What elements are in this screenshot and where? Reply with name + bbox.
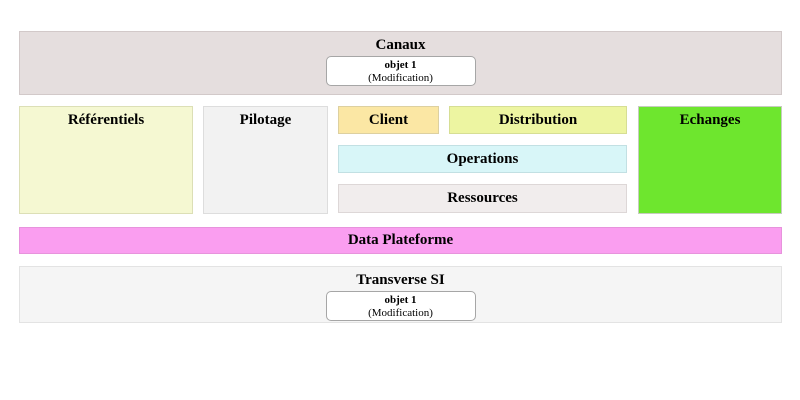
transverse-si-objet-card[interactable]: objet 1 (Modification) <box>325 291 476 321</box>
block-pilotage-title: Pilotage <box>239 112 292 128</box>
canaux-objet-name: objet 1 <box>384 59 417 71</box>
transverse-si-objet-action: (Modification) <box>368 307 433 319</box>
block-ressources[interactable]: Ressources <box>338 184 627 213</box>
block-referentiels-title: Référentiels <box>67 112 145 128</box>
block-ressources-title: Ressources <box>447 190 518 206</box>
block-pilotage[interactable]: Pilotage <box>203 106 328 214</box>
block-transverse-si-title: Transverse SI <box>356 272 445 288</box>
block-client[interactable]: Client <box>338 106 439 134</box>
block-canaux[interactable]: Canaux objet 1 (Modification) <box>19 31 782 95</box>
transverse-si-objet-name: objet 1 <box>384 294 417 306</box>
block-distribution-title: Distribution <box>498 111 578 128</box>
block-data-plateforme-title: Data Plateforme <box>347 232 454 248</box>
canaux-objet-action: (Modification) <box>368 72 433 84</box>
block-operations[interactable]: Operations <box>338 145 627 173</box>
block-canaux-title: Canaux <box>375 37 426 53</box>
block-data-plateforme[interactable]: Data Plateforme <box>19 227 782 254</box>
block-client-title: Client <box>368 111 409 128</box>
block-echanges-title: Echanges <box>679 112 741 128</box>
block-echanges[interactable]: Echanges <box>638 106 782 214</box>
block-operations-title: Operations <box>446 150 519 167</box>
block-distribution[interactable]: Distribution <box>449 106 627 134</box>
block-transverse-si[interactable]: Transverse SI objet 1 (Modification) <box>19 266 782 323</box>
canaux-objet-card[interactable]: objet 1 (Modification) <box>325 56 476 86</box>
block-referentiels[interactable]: Référentiels <box>19 106 193 214</box>
